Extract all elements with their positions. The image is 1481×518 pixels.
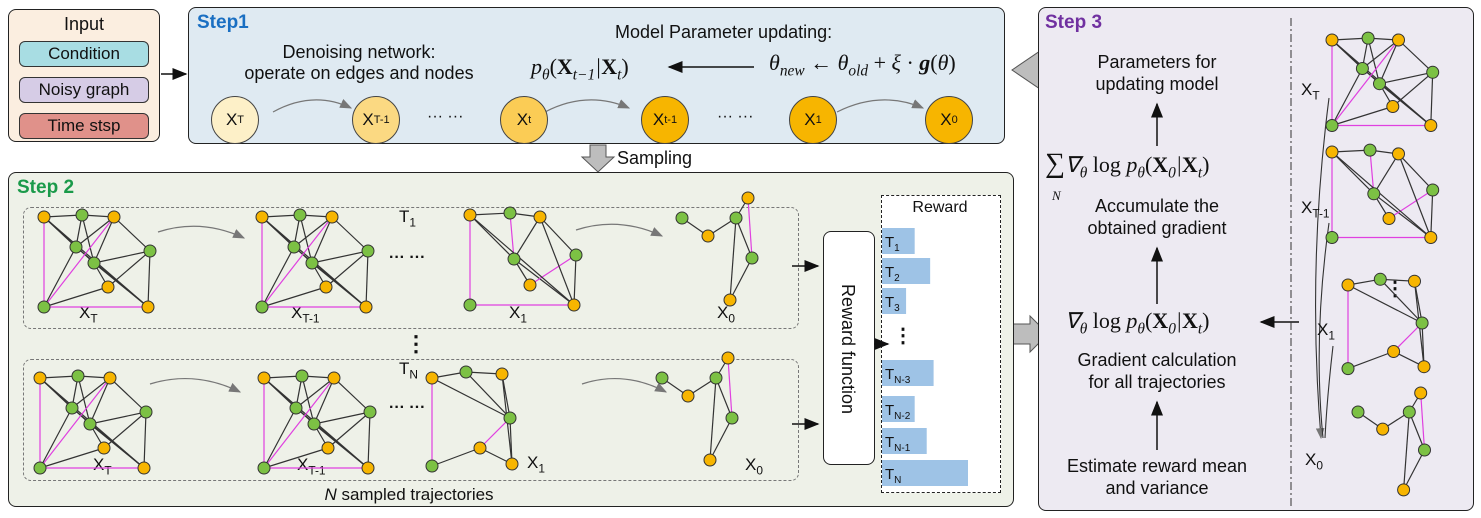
accum-formula: ∑∇θ log pθ(X0|Xt) (1045, 148, 1210, 182)
top-label-x0: X0 (717, 303, 735, 326)
input-box: Input Condition Noisy graph Time stsp (8, 9, 160, 142)
est-line1: Estimate reward mean (1066, 456, 1248, 476)
bottom-label-x0: X0 (745, 455, 763, 478)
top-label-x1: X1 (509, 303, 527, 326)
grad-line1: Gradient calculation (1077, 350, 1237, 370)
traj-vdots: ⋮ (405, 331, 427, 356)
top-label-xT-1: XT-1 (291, 303, 320, 326)
step1-dots-2: ··· ··· (717, 108, 754, 125)
trajN-label: TN (399, 359, 418, 382)
trajectory-1-box (23, 207, 799, 329)
update-title: Model Parameter updating: (615, 22, 833, 42)
bottom-label-xT: XT (93, 455, 112, 478)
traj1-label: T1 (399, 207, 417, 230)
grad-formula: ∇θ log pθ(X0|Xt) (1065, 308, 1210, 338)
accum-sum-n: N (1052, 188, 1061, 203)
step3-panel: Step 3 Parameters for updating model ∑∇θ… (1038, 7, 1474, 511)
params-line2: updating model (1095, 74, 1219, 94)
trajN-dots: ··· ··· (389, 399, 426, 416)
input-noisy-graph: Noisy graph (19, 77, 149, 103)
input-condition: Condition (19, 41, 149, 67)
bottom-label-x1: X1 (527, 453, 545, 476)
top-label-xT: XT (79, 303, 98, 326)
step3-label-x1: X1 (1317, 320, 1335, 343)
est-line2: and variance (1105, 478, 1209, 498)
denoise-formula: pθ(Xt−1|Xt) (531, 54, 629, 84)
step1-label: Step1 (197, 12, 249, 33)
step3-label: Step 3 (1045, 12, 1103, 33)
input-title: Input (63, 14, 105, 34)
reward-function-label: Reward function (838, 284, 858, 415)
bottom-label-xT-1: XT-1 (297, 455, 326, 478)
step1-dots-1: ··· ··· (427, 108, 464, 125)
denoise-line1: Denoising network: (282, 42, 436, 62)
params-line1: Parameters for (1097, 52, 1217, 72)
step2-footer: N sampled trajectories (324, 485, 494, 504)
update-arrow (272, 61, 925, 113)
trajectory-n-box (23, 359, 799, 481)
denoise-line2: operate on edges and nodes (244, 63, 474, 83)
accum-line1: Accumulate the (1094, 196, 1220, 216)
grad-line2: for all trajectories (1088, 372, 1226, 392)
update-formula: θnew ← θold + ξ · g(θ) (769, 50, 956, 80)
sampling-label: Sampling (617, 148, 693, 168)
accum-line2: obtained gradient (1087, 218, 1227, 238)
step1-panel: Step1 Denoising network: operate on edge… (188, 7, 1005, 144)
input-time-step: Time stsp (19, 113, 149, 139)
reward-vdots: ⋮ (893, 325, 913, 347)
step2-panel: Step 2 T1 TN ⋮ ··· ··· ··· ··· XT XT-1 X… (8, 172, 1014, 507)
step3-label-x0: X0 (1305, 450, 1323, 473)
step3-label-xT-1: XT-1 (1301, 198, 1330, 221)
step2-label: Step 2 (17, 177, 75, 198)
step3-vdots: ⋮ (1385, 278, 1405, 300)
step3-label-xT: XT (1301, 80, 1320, 103)
reward-title: Reward (912, 199, 968, 216)
traj1-dots: ··· ··· (389, 249, 426, 266)
step3-flow-arrows (1151, 18, 1334, 508)
